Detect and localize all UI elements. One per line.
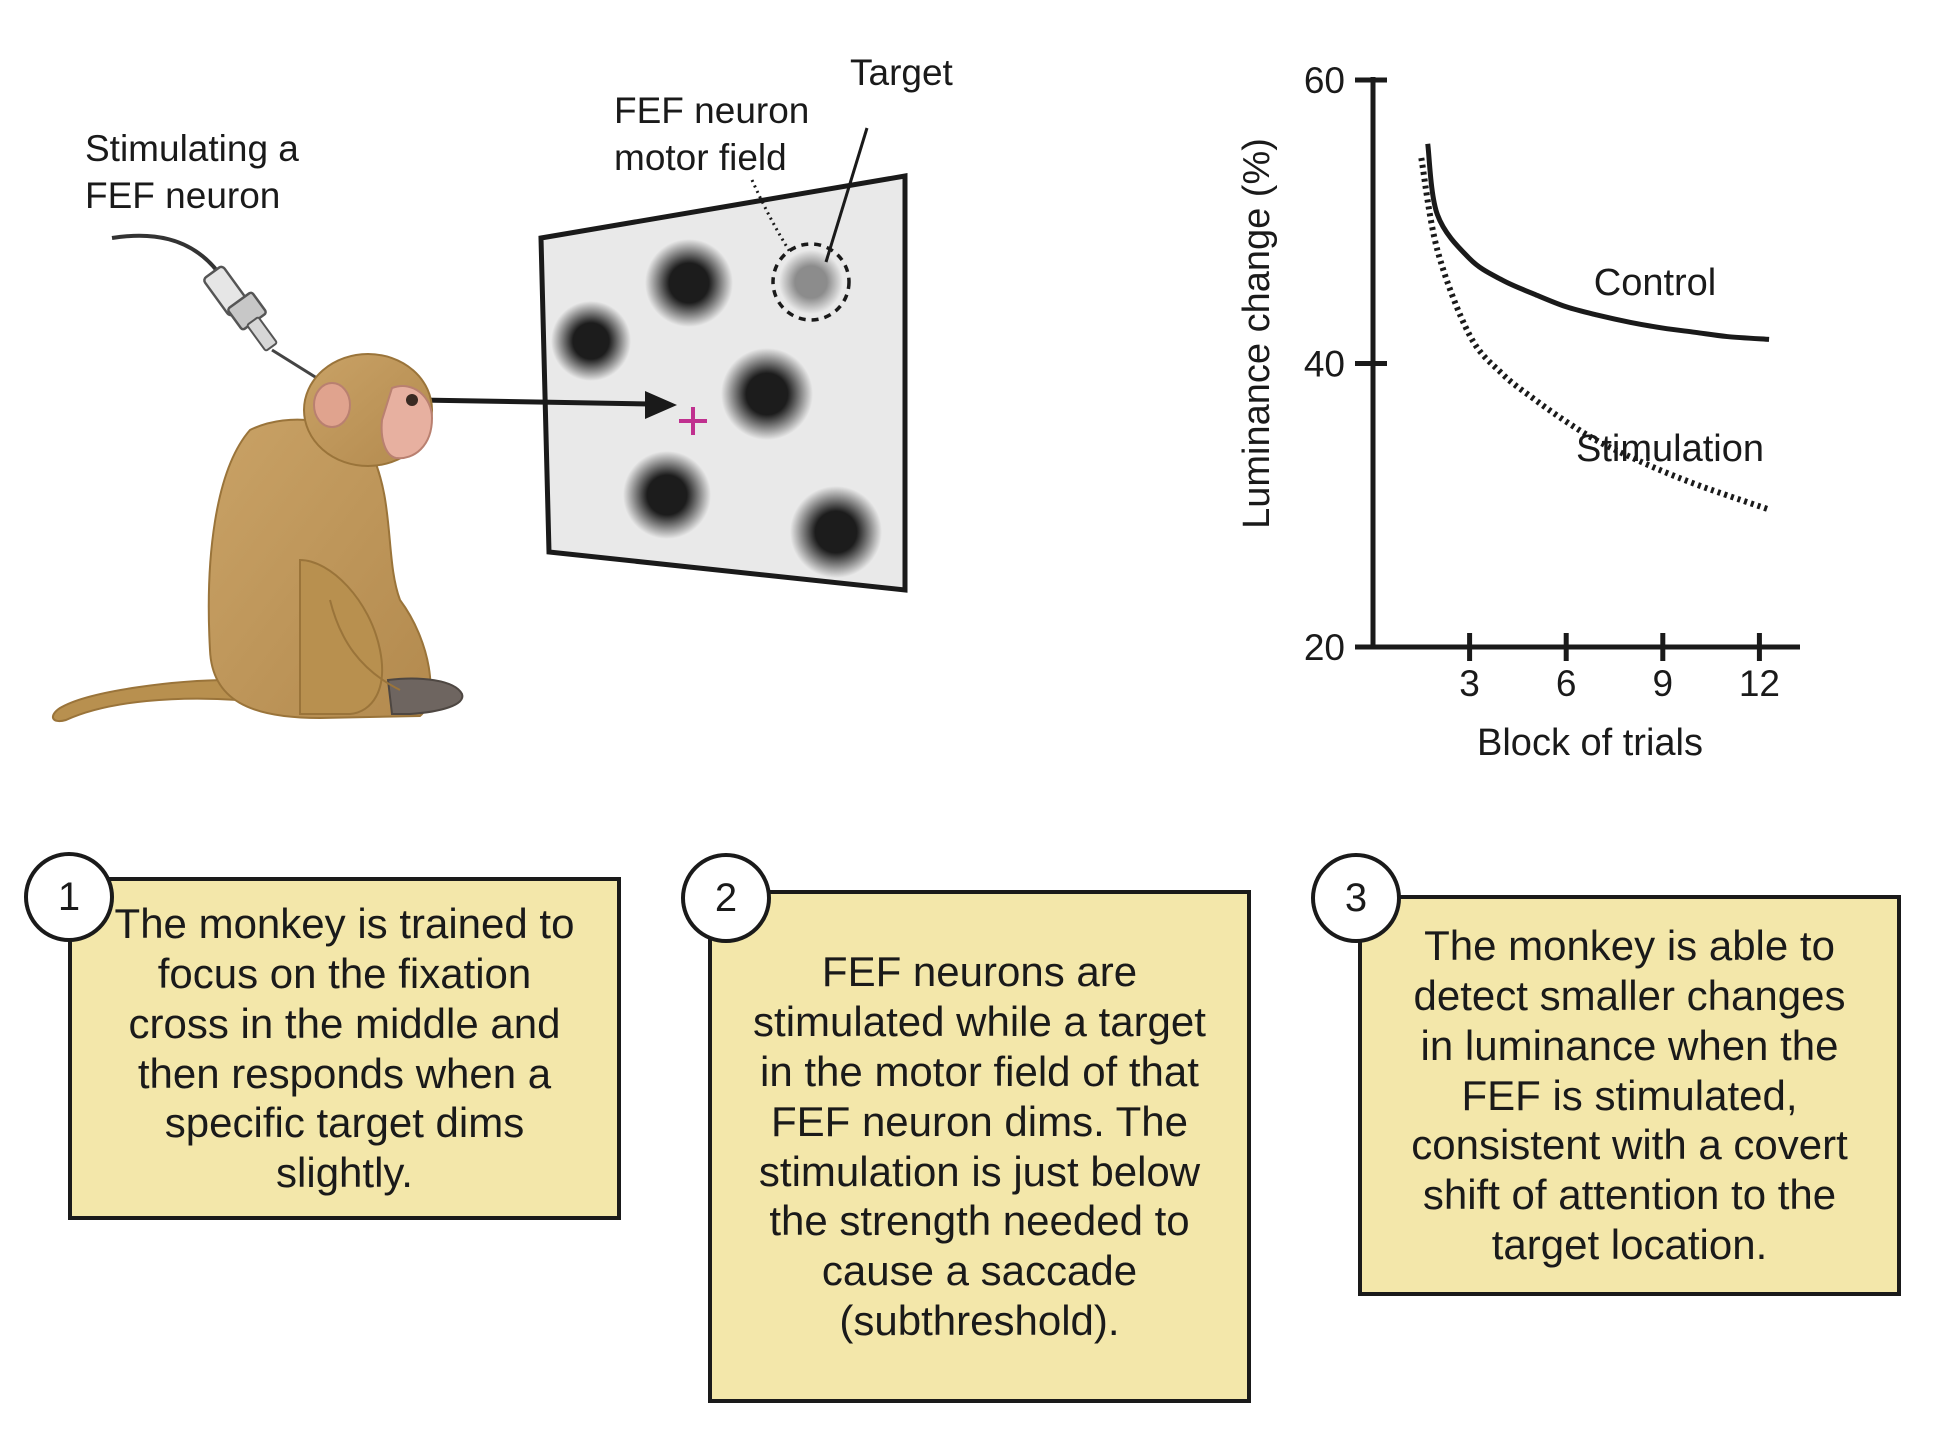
step-2-badge: 2 xyxy=(681,853,771,943)
electrode xyxy=(203,265,337,392)
gaze-arrowhead xyxy=(645,391,677,419)
y-axis-label: Luminance change (%) xyxy=(1236,138,1278,529)
x-tick-label: 9 xyxy=(1653,663,1674,704)
stimulating-label: Stimulating a FEF neuron xyxy=(85,128,299,216)
step-2-text: FEF neurons are stimulated while a targe… xyxy=(753,948,1206,1344)
target-spot xyxy=(779,250,843,314)
x-tick-label: 6 xyxy=(1556,663,1577,704)
x-tick-label: 12 xyxy=(1739,663,1780,704)
motor-field-circle xyxy=(771,242,851,322)
y-tick-label: 60 xyxy=(1304,60,1345,101)
series-label-control: Control xyxy=(1594,262,1717,304)
x-axis-label: Block of trials xyxy=(1477,722,1703,764)
series-line-control xyxy=(1425,143,1770,342)
distractor-spot xyxy=(721,348,813,440)
step-1-box: The monkey is trained to focus on the fi… xyxy=(68,877,621,1220)
step-3-text: The monkey is able to detect smaller cha… xyxy=(1411,922,1848,1268)
gaze-arrow xyxy=(418,397,651,407)
step-2-box: FEF neurons are stimulated while a targe… xyxy=(708,890,1251,1403)
y-tick-label: 40 xyxy=(1304,344,1345,385)
fixation-cross xyxy=(679,407,707,435)
y-tick-label: 20 xyxy=(1304,627,1345,668)
motor-field-label: FEF neuron motor field xyxy=(614,90,810,178)
electrode-cable xyxy=(111,233,220,274)
monkey-illustration xyxy=(51,353,464,722)
step-1-badge: 1 xyxy=(24,852,114,942)
target-leader-line xyxy=(824,127,869,263)
x-tick-label: 3 xyxy=(1459,663,1480,704)
distractor-spot xyxy=(623,451,711,539)
distractor-spot xyxy=(645,239,733,327)
series-label-stimulation: Stimulation xyxy=(1576,428,1764,470)
distractor-spot xyxy=(790,486,882,578)
step-1-text: The monkey is trained to focus on the fi… xyxy=(114,900,575,1197)
step-3-badge: 3 xyxy=(1311,853,1401,943)
motor-field-leader-line xyxy=(750,179,792,253)
distractor-spot xyxy=(551,301,631,381)
step-3-box: The monkey is able to detect smaller cha… xyxy=(1358,895,1901,1296)
target-label: Target xyxy=(850,52,953,93)
experiment-illustration xyxy=(51,127,908,722)
